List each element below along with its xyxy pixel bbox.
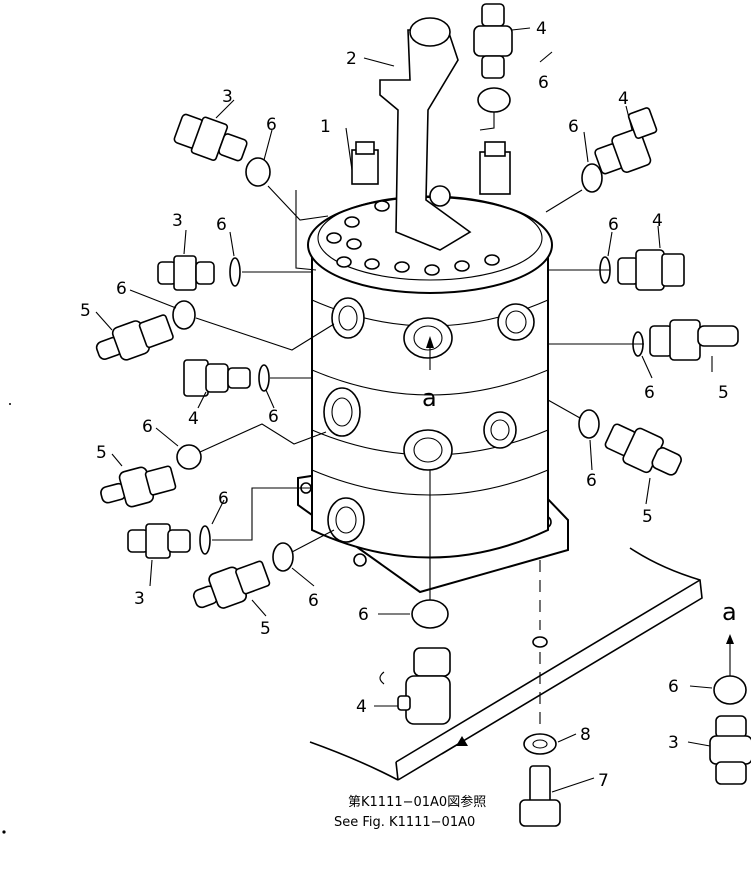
top-port-holes bbox=[326, 200, 500, 276]
callout-6: 6 bbox=[308, 591, 319, 611]
o-ring bbox=[229, 257, 241, 287]
side-ports bbox=[323, 297, 535, 543]
callout-3: 3 bbox=[222, 87, 233, 107]
elbow-fitting-top bbox=[473, 3, 513, 79]
o-ring bbox=[272, 542, 294, 572]
connector-fitting bbox=[709, 715, 751, 785]
callout-5: 5 bbox=[80, 301, 91, 321]
port-mark-a: a bbox=[422, 384, 437, 412]
a-arrowhead bbox=[426, 336, 434, 348]
elbow-nipple-right-lower bbox=[604, 423, 682, 476]
callout-4: 4 bbox=[618, 89, 629, 109]
callout-4: 4 bbox=[356, 697, 367, 717]
callout-6: 6 bbox=[568, 117, 579, 137]
callout-6: 6 bbox=[116, 279, 127, 299]
callout-4: 4 bbox=[188, 409, 199, 429]
callout-2: 2 bbox=[346, 49, 357, 69]
o-ring bbox=[411, 599, 449, 629]
a-arrowhead bbox=[726, 634, 734, 644]
o-ring bbox=[532, 636, 548, 648]
connector-fitting bbox=[127, 523, 191, 559]
reference-note-jp: 第K1111−01A0図参照 bbox=[348, 794, 486, 810]
callout-5: 5 bbox=[642, 507, 653, 527]
elbow-nipple-left-lower bbox=[100, 465, 177, 508]
callout-6: 6 bbox=[608, 215, 619, 235]
washer-hole bbox=[532, 739, 548, 749]
band-line bbox=[311, 369, 549, 396]
callout-6: 6 bbox=[538, 73, 549, 93]
elbow-fitting-right-upper bbox=[594, 107, 658, 175]
scan-speck bbox=[9, 403, 11, 405]
o-ring bbox=[176, 444, 202, 470]
elbow-nipple-right bbox=[649, 319, 739, 361]
callout-5: 5 bbox=[260, 619, 271, 639]
main-cylinder bbox=[311, 244, 549, 559]
callout-6: 6 bbox=[586, 471, 597, 491]
top-plugs bbox=[351, 141, 511, 207]
scan-speck bbox=[2, 830, 6, 834]
reference-arrowhead bbox=[456, 736, 468, 746]
callout-6: 6 bbox=[216, 215, 227, 235]
elbow-fitting-bottom bbox=[397, 647, 451, 725]
callout-6: 6 bbox=[218, 489, 229, 509]
stopper-part bbox=[379, 17, 472, 251]
callout-6: 6 bbox=[358, 605, 369, 625]
elbow-fitting-right bbox=[617, 249, 685, 291]
leader-lines bbox=[95, 27, 734, 793]
callout-1: 1 bbox=[320, 117, 331, 137]
callout-7: 7 bbox=[598, 771, 609, 791]
elbow-nipple-left bbox=[95, 314, 174, 361]
callout-3: 3 bbox=[172, 211, 183, 231]
o-ring bbox=[581, 163, 603, 193]
washer bbox=[523, 733, 557, 755]
callout-6: 6 bbox=[142, 417, 153, 437]
o-ring-small bbox=[379, 671, 385, 685]
reference-note-en: See Fig. K1111−01A0 bbox=[334, 815, 475, 830]
mounting-frame bbox=[309, 547, 703, 781]
callout-5: 5 bbox=[96, 443, 107, 463]
port-mark-a: a bbox=[722, 598, 737, 626]
callout-6: 6 bbox=[266, 115, 277, 135]
o-ring bbox=[258, 364, 270, 392]
callout-6: 6 bbox=[268, 407, 279, 427]
o-ring bbox=[245, 157, 271, 187]
swivel-joint-body bbox=[297, 141, 569, 594]
flange-bolt-hole bbox=[353, 553, 367, 567]
elbow-nipple-lower bbox=[192, 560, 271, 609]
callout-3: 3 bbox=[668, 733, 679, 753]
connector-fitting bbox=[173, 113, 248, 162]
callout-4: 4 bbox=[652, 211, 663, 231]
callout-6: 6 bbox=[644, 383, 655, 403]
callout-3: 3 bbox=[134, 589, 145, 609]
o-ring bbox=[713, 675, 747, 705]
callout-8: 8 bbox=[580, 725, 591, 745]
callout-numbers: 1 2 3 3 3 3 4 4 4 4 4 4 5 5 5 5 5 5 6 6 … bbox=[80, 19, 729, 791]
callout-5: 5 bbox=[718, 383, 729, 403]
o-ring bbox=[199, 525, 211, 555]
o-ring bbox=[578, 409, 600, 439]
o-ring bbox=[172, 300, 196, 330]
bolt bbox=[519, 765, 561, 827]
connector-fitting bbox=[157, 255, 215, 291]
o-ring bbox=[477, 87, 511, 113]
callout-4: 4 bbox=[536, 19, 547, 39]
callout-6: 6 bbox=[668, 677, 679, 697]
fittings bbox=[95, 3, 751, 827]
elbow-fitting-left bbox=[183, 359, 251, 397]
